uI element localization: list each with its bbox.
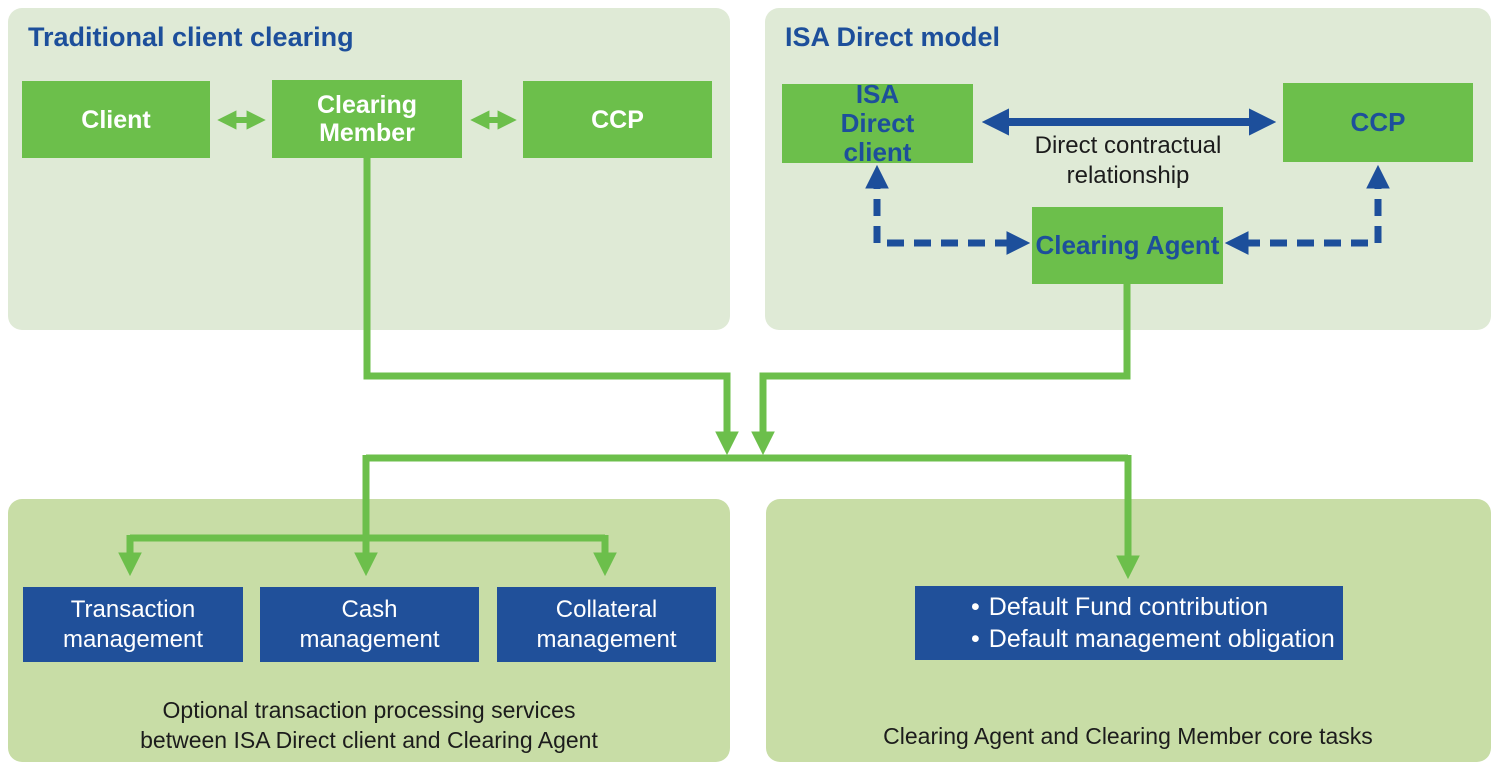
- box-clearing-member: Clearing Member: [272, 80, 462, 158]
- box-ccp-traditional: CCP: [523, 81, 712, 158]
- box-ccp-isa-direct: CCP: [1283, 83, 1473, 162]
- box-isa-direct-client: ISA Direct client: [782, 79, 973, 167]
- bullet-label-default-management: Default management obligation: [988, 625, 1335, 653]
- title-isa-direct-model: ISA Direct model: [785, 22, 1001, 52]
- bullet-label-default-fund: Default Fund contribution: [988, 592, 1269, 621]
- bullet-icon: •: [971, 592, 980, 621]
- caption-line-2: between ISA Direct client and Clearing A…: [140, 727, 598, 754]
- label-line-1: Direct contractual: [1034, 132, 1222, 159]
- box-collateral-management: Collateral management: [497, 587, 716, 662]
- bullet-item: • Default Fund contribution: [971, 591, 1343, 624]
- box-clearing-agent: Clearing Agent: [1032, 207, 1223, 284]
- title-traditional-client-clearing: Traditional client clearing: [28, 22, 354, 52]
- caption-core-tasks: Clearing Agent and Clearing Member core …: [883, 723, 1373, 749]
- label-line-2: relationship: [1066, 162, 1190, 189]
- bullet-item: • Default management obligation: [971, 623, 1343, 656]
- box-core-tasks: • Default Fund contribution • Default ma…: [915, 586, 1343, 660]
- caption-line-1: Optional transaction processing services: [162, 697, 576, 723]
- box-client: Client: [22, 81, 210, 158]
- panel-traditional-clearing: [8, 8, 730, 330]
- label-direct-contractual-relationship: Direct contractual relationship: [978, 131, 1278, 191]
- caption-optional-services: Optional transaction processing services…: [69, 695, 669, 756]
- box-transaction-management: Transaction management: [23, 587, 243, 662]
- box-cash-management: Cash management: [260, 587, 479, 662]
- bullet-icon: •: [971, 625, 980, 653]
